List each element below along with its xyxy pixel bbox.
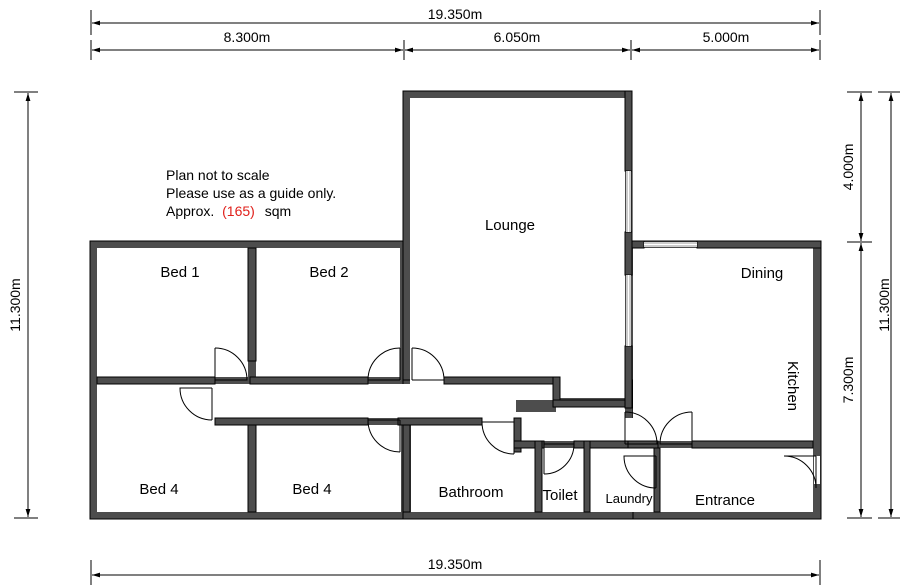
room-label-dining: Dining xyxy=(741,265,784,282)
dimension-left-total: 11.300m xyxy=(7,91,38,519)
dimension-top-seg1-label: 8.300m xyxy=(224,29,271,45)
dimension-right-total: 11.300m xyxy=(876,91,900,519)
room-label-bed4-right: Bed 4 xyxy=(292,481,331,498)
note-line-2: Please use as a guide only. xyxy=(166,185,336,201)
doors xyxy=(179,347,817,489)
dimension-left-total-label: 11.300m xyxy=(7,278,23,331)
bed2-floor xyxy=(256,248,400,377)
windows xyxy=(626,171,820,484)
room-label-bed2: Bed 2 xyxy=(309,264,348,281)
room-floors xyxy=(97,98,813,512)
room-label-kitchen: Kitchen xyxy=(784,361,801,411)
bed4-left-floor xyxy=(97,384,248,512)
dimension-top-seg3-label: 5.000m xyxy=(703,29,750,45)
dimension-top-seg2-label: 6.050m xyxy=(494,29,541,45)
entrance-floor xyxy=(660,448,813,512)
note-area-value: (165) xyxy=(222,203,255,219)
note-unit-label: sqm xyxy=(265,203,291,219)
dimension-right-total-label: 11.300m xyxy=(876,278,892,331)
note-approx-label: Approx. xyxy=(166,203,214,219)
room-label-laundry: Laundry xyxy=(606,491,653,506)
bed1-floor xyxy=(97,248,248,377)
door-front xyxy=(783,455,817,489)
room-label-entrance: Entrance xyxy=(695,492,755,509)
bed4-right-floor xyxy=(256,425,401,512)
room-labels: Lounge Bed 1 Bed 2 Dining Kitchen Bed 4 … xyxy=(139,217,801,509)
dimension-top-total: 19.350m xyxy=(90,6,821,35)
door-entrance-inner xyxy=(659,411,693,445)
door-bed4-left xyxy=(179,387,213,421)
door-bed2 xyxy=(367,347,401,381)
lounge-floor xyxy=(410,98,625,398)
laundry-floor xyxy=(590,448,654,512)
dimension-top-total-label: 19.350m xyxy=(428,6,482,22)
door-lounge xyxy=(411,347,445,381)
room-label-bed4-left: Bed 4 xyxy=(139,481,178,498)
door-bathroom xyxy=(481,421,515,455)
dimension-bottom-total-label: 19.350m xyxy=(428,556,482,572)
room-label-toilet: Toilet xyxy=(542,487,578,504)
interior-walls xyxy=(96,90,822,513)
door-bed4-right xyxy=(367,419,401,453)
note-line-1: Plan not to scale xyxy=(166,167,270,183)
hallway-floor xyxy=(212,384,516,418)
door-laundry xyxy=(623,455,657,489)
dining-floor xyxy=(633,248,813,441)
dimension-right-segments: 4.000m 7.300m xyxy=(840,91,872,519)
toilet-floor xyxy=(542,448,584,512)
room-label-bathroom: Bathroom xyxy=(438,484,503,501)
note-line-3: Approx. (165) sqm xyxy=(166,203,291,219)
room-label-bed1: Bed 1 xyxy=(160,264,199,281)
dimension-top-segments: 8.300m 6.050m 5.000m xyxy=(90,29,821,60)
door-toilet xyxy=(543,443,575,475)
dimension-bottom-total: 19.350m xyxy=(90,556,821,585)
room-label-lounge: Lounge xyxy=(485,217,535,234)
plan-note: Plan not to scale Please use as a guide … xyxy=(166,167,336,219)
door-kitchen xyxy=(624,411,658,445)
dimension-right-upper-label: 4.000m xyxy=(840,144,856,191)
door-bed1 xyxy=(214,347,248,381)
dimension-right-lower-label: 7.300m xyxy=(840,357,856,404)
